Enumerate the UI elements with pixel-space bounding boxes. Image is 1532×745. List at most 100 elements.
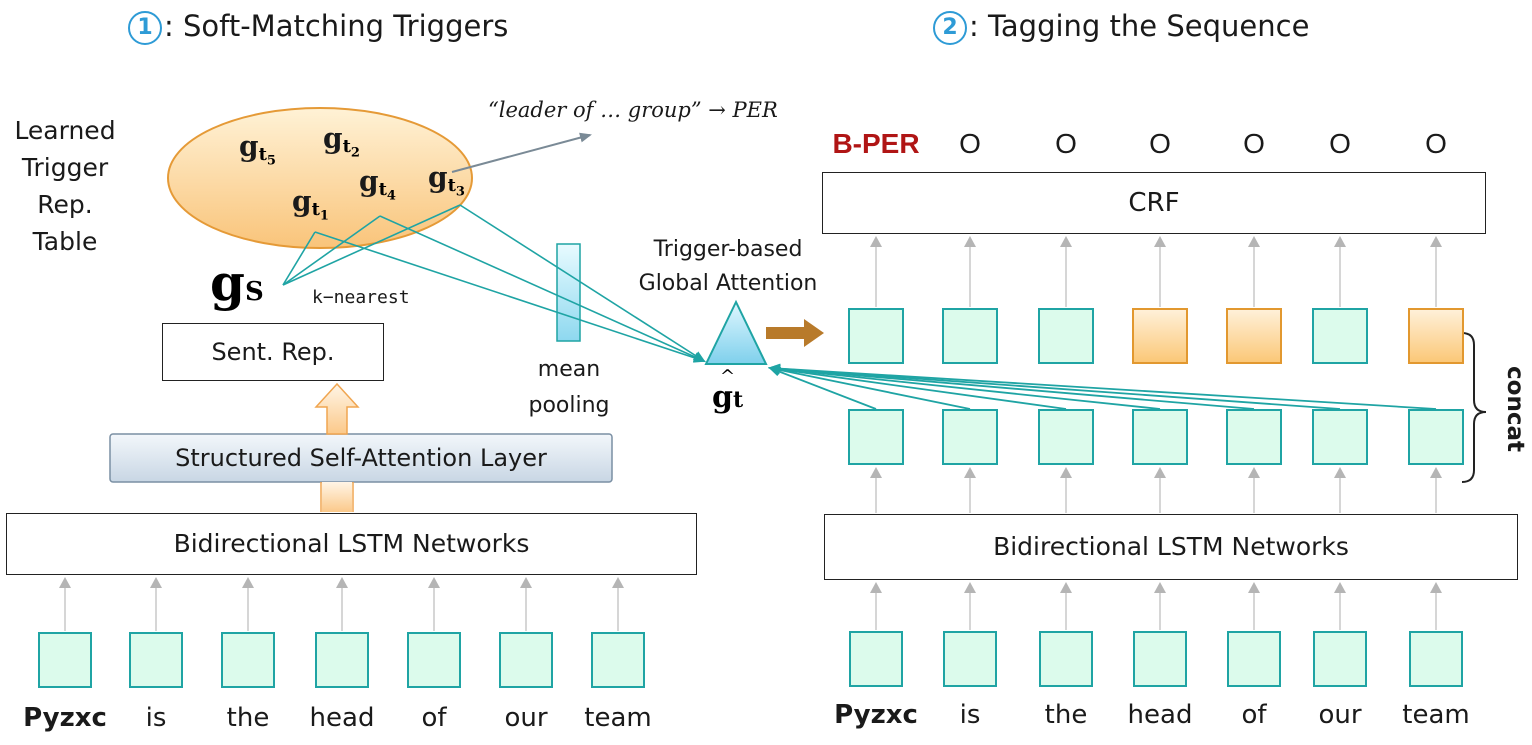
right-token: our [1318,700,1362,730]
up-arrow-head [1430,236,1442,247]
right-token: the [1044,700,1088,730]
right-lstm-box: Bidirectional LSTM Networks [824,514,1518,580]
left-embedding-cell [315,632,369,688]
up-arrow-head [1430,582,1442,593]
left-lstm-box: Bidirectional LSTM Networks [6,513,697,575]
step2-title: 2: Tagging the Sequence [933,9,1309,45]
lstm-state-cell [942,409,998,465]
concat-label: concat [1502,366,1528,452]
left-token: head [309,703,375,733]
state-to-attention-line [768,366,877,410]
up-arrow-head [964,582,976,593]
mean-pooling-label: mean pooling [520,352,618,424]
ghat-subscript: t [732,387,744,413]
left-embedding-cell [129,632,183,688]
left-embedding-cell [499,632,553,688]
up-arrow-head [428,577,440,588]
output-tag: O [1243,128,1265,159]
right-token: head [1127,700,1193,730]
up-arrow-head [870,467,882,478]
lstm-state-cell [1408,409,1464,465]
rule-example: “leader of … group” → PER [488,98,778,122]
k-nearest-label: k−nearest [312,287,410,308]
up-arrow-head [1430,467,1442,478]
right-embedding-cell [1133,631,1187,687]
up-arrow-head [1334,467,1346,478]
lstm-state-cell [1132,409,1188,465]
step1-number: 1 [128,11,162,45]
up-arrow-head [1154,236,1166,247]
output-tag: O [1425,128,1447,159]
state-to-attention-line [768,363,1437,410]
up-arrow-head [1248,582,1260,593]
ghat-letter: g [712,380,733,415]
state-to-attention-line [768,363,1255,410]
up-arrow-head [1248,236,1260,247]
up-arrow-head [336,577,348,588]
rule-pointer-arrow [451,132,592,173]
right-embedding-cell [1039,631,1093,687]
sentence-vector-label: gS [210,258,264,308]
up-arrow-head [964,467,976,478]
trigger-label: gt1 [292,185,329,224]
attention-label: Trigger-based Global Attention [615,233,841,301]
up-arrow-head [1060,582,1072,593]
left-token: of [421,703,447,733]
right-token: Pyzxc [834,700,918,730]
left-embedding-cell [221,632,275,688]
trigger-table-ellipse [167,107,473,249]
up-arrow-head [150,577,162,588]
state-to-attention-line [768,364,1067,410]
table-label-line: Rep. [37,190,93,219]
attention-triangle [704,299,768,365]
self-attention-box [109,433,613,483]
right-embedding-cell [849,631,903,687]
lstm-state-cell [1038,409,1094,465]
gs-letter: g [210,253,245,312]
right-token: team [1402,700,1470,730]
trigger-label: gt4 [359,165,396,204]
up-arrow-head [612,577,624,588]
attended-state-cell [848,308,904,364]
lstm-state-cell [1226,409,1282,465]
right-token: of [1241,700,1267,730]
knn-line [282,204,461,286]
up-arrow-head [964,236,976,247]
up-arrow-head [520,577,532,588]
left-token: the [226,703,270,733]
up-arrow-head [242,577,254,588]
crf-box: CRF [822,172,1486,234]
concat-brace [1461,332,1487,483]
mean-pooling-line: mean [537,357,601,382]
output-tag: O [1329,128,1351,159]
right-token: is [959,700,981,730]
lstm-state-cell [1312,409,1368,465]
left-embedding-cell [38,632,92,688]
right-embedding-cell [1227,631,1281,687]
step2-text: : Tagging the Sequence [969,9,1310,43]
mean-pooling-line: pooling [528,393,610,418]
attended-state-cell [942,308,998,364]
attended-state-cell [1226,308,1282,364]
up-arrow-upper [314,382,360,435]
attended-state-cell [1408,308,1464,364]
table-label-line: Learned [14,116,116,145]
dynamic-connectors [59,204,1442,631]
trigger-label: gt2 [323,122,360,161]
knn-line [282,231,316,286]
step1-title: 1: Soft-Matching Triggers [128,9,508,45]
step1-text: : Soft-Matching Triggers [164,9,509,43]
up-arrow-head [1334,582,1346,593]
trigger-to-attention-line [314,231,706,363]
sent-rep-box: Sent. Rep. [162,323,384,381]
left-embedding-cell [591,632,645,688]
state-to-attention-line [768,365,971,410]
mean-pooling-bar [556,243,581,342]
left-token: team [584,703,652,733]
knn-line [282,215,381,286]
attention-label-line: Trigger-based [653,237,803,262]
self-attention-label: Structured Self-Attention Layer [175,444,547,472]
attended-state-cell [1312,308,1368,364]
right-embedding-cell [943,631,997,687]
